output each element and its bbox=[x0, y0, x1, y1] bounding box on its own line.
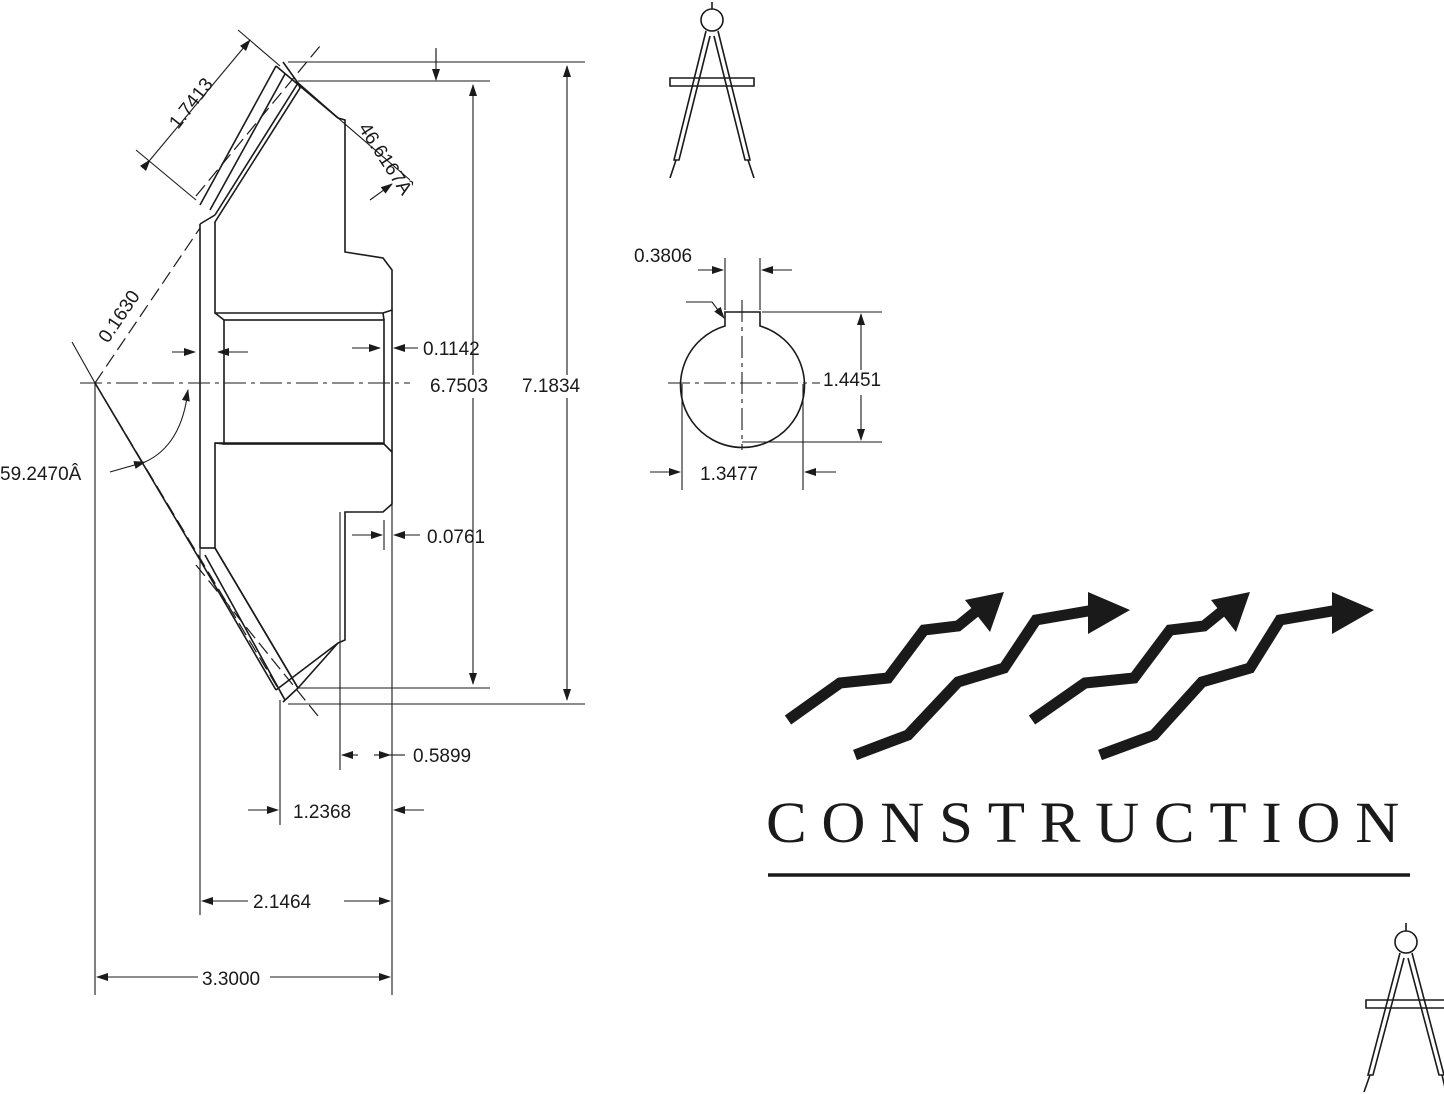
gear-section bbox=[71, 45, 410, 717]
gear-dimension-labels: 1.7413 46.6167Â 0.1630 0.1142 6.7503 7.1… bbox=[0, 74, 581, 990]
dim-46-6167: 46.6167Â bbox=[354, 119, 417, 199]
dim-0-0761: 0.0761 bbox=[427, 527, 485, 548]
dim-3-3000: 3.3000 bbox=[202, 969, 260, 990]
growth-arrows-icon bbox=[784, 592, 1374, 761]
dim-1-2368: 1.2368 bbox=[293, 802, 351, 823]
gear-dimensions bbox=[94, 29, 585, 995]
dim-0-3806: 0.3806 bbox=[634, 246, 692, 267]
compass-icon bbox=[669, 2, 755, 179]
brand-wordmark: CONSTRUCTION bbox=[766, 790, 1414, 855]
gear-bore bbox=[223, 319, 385, 445]
dim-59-2470: 59.2470Â bbox=[0, 463, 82, 485]
keyway-dimension-labels: 0.3806 1.4451 1.3477 bbox=[634, 246, 881, 485]
dim-7-1834: 7.1834 bbox=[522, 376, 581, 397]
dim-6-7503: 6.7503 bbox=[430, 376, 488, 397]
dim-2-1464: 2.1464 bbox=[253, 892, 312, 913]
dim-1-7413: 1.7413 bbox=[165, 74, 217, 133]
dim-0-5899: 0.5899 bbox=[413, 746, 471, 767]
gear-upper-hatch bbox=[214, 82, 393, 314]
gear-lower-hatch bbox=[214, 442, 393, 690]
keyway-profile bbox=[679, 311, 806, 449]
dim-1-3477: 1.3477 bbox=[700, 464, 758, 485]
keyway-section bbox=[650, 258, 882, 490]
dim-0-1142: 0.1142 bbox=[423, 339, 480, 360]
dim-0-1630: 0.1630 bbox=[95, 287, 145, 347]
compass-icon bbox=[1363, 923, 1444, 1093]
dim-1-4451: 1.4451 bbox=[823, 370, 881, 391]
